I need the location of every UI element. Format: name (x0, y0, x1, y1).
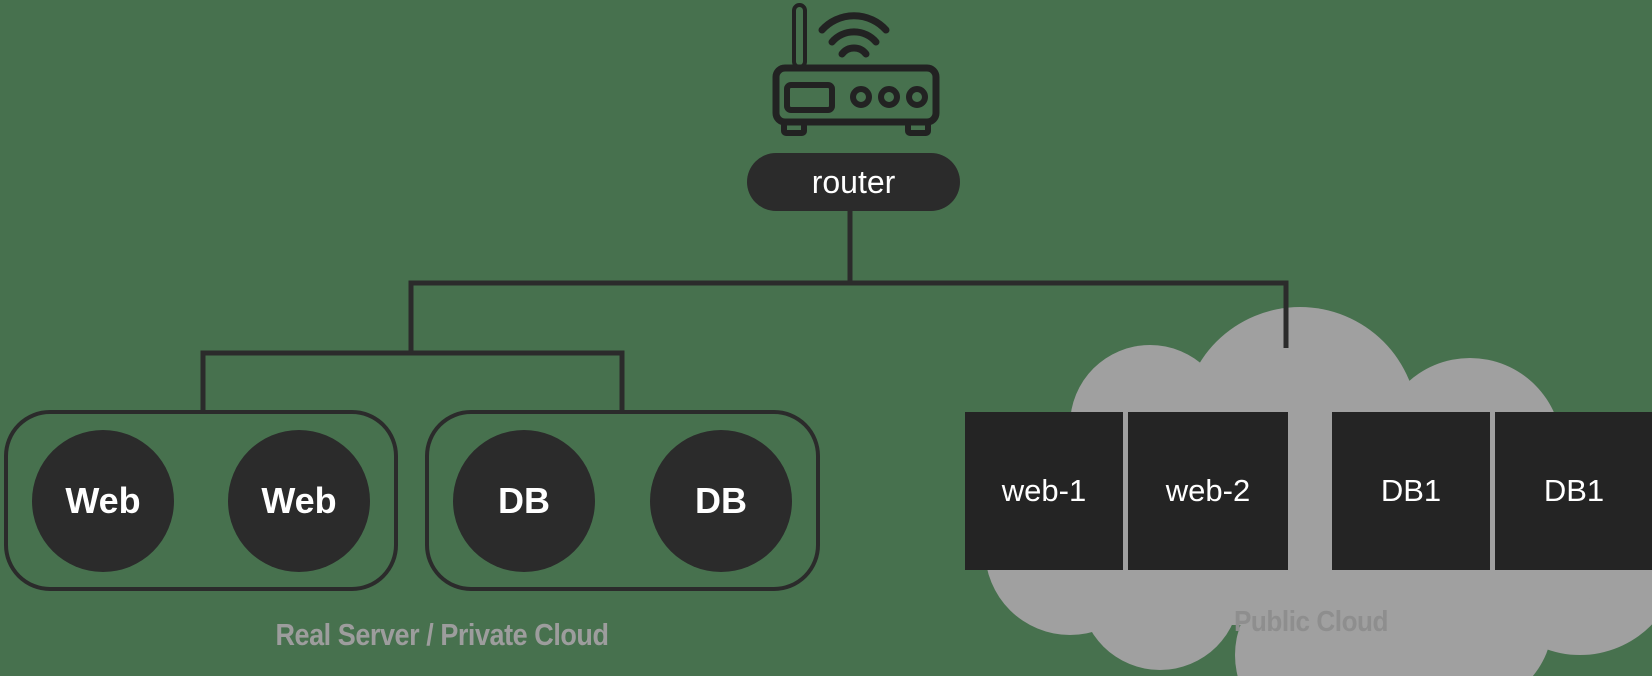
web-group: Web Web (4, 410, 398, 591)
router-button (878, 86, 900, 108)
wireless-router-icon (772, 3, 940, 136)
web-node-label: Web (261, 479, 337, 521)
router-foot (781, 119, 807, 136)
db-node-label: DB (695, 479, 747, 521)
router-body (772, 64, 940, 126)
router-label: router (747, 153, 960, 211)
router-button (906, 86, 928, 108)
antenna (792, 3, 807, 69)
server-label: DB1 (1380, 473, 1442, 508)
db-node-1: DB (453, 429, 595, 572)
private-cloud-caption: Real Server / Private Cloud (275, 617, 609, 652)
router-button (850, 86, 872, 108)
wifi-arc-medium (828, 28, 880, 46)
server-box-web-1: web-1 (965, 412, 1123, 570)
server-label: web-1 (1001, 473, 1087, 508)
router-label-text: router (811, 163, 896, 200)
server-label: DB1 (1543, 473, 1605, 508)
server-label: web-2 (1165, 473, 1251, 508)
wifi-arc-small (838, 44, 870, 58)
server-box-db1-b: DB1 (1495, 412, 1652, 570)
web-node-1: Web (32, 429, 174, 572)
router-foot (905, 119, 931, 136)
wifi-arc-large (818, 12, 890, 34)
db-node-2: DB (650, 429, 792, 572)
router-display (784, 82, 835, 113)
web-node-label: Web (65, 479, 141, 521)
server-box-db1-a: DB1 (1332, 412, 1490, 570)
db-node-label: DB (498, 479, 550, 521)
public-cloud-label: Public Cloud (1233, 606, 1389, 638)
db-group: DB DB (425, 410, 820, 591)
web-node-2: Web (228, 429, 370, 572)
server-box-web-2: web-2 (1128, 412, 1288, 570)
